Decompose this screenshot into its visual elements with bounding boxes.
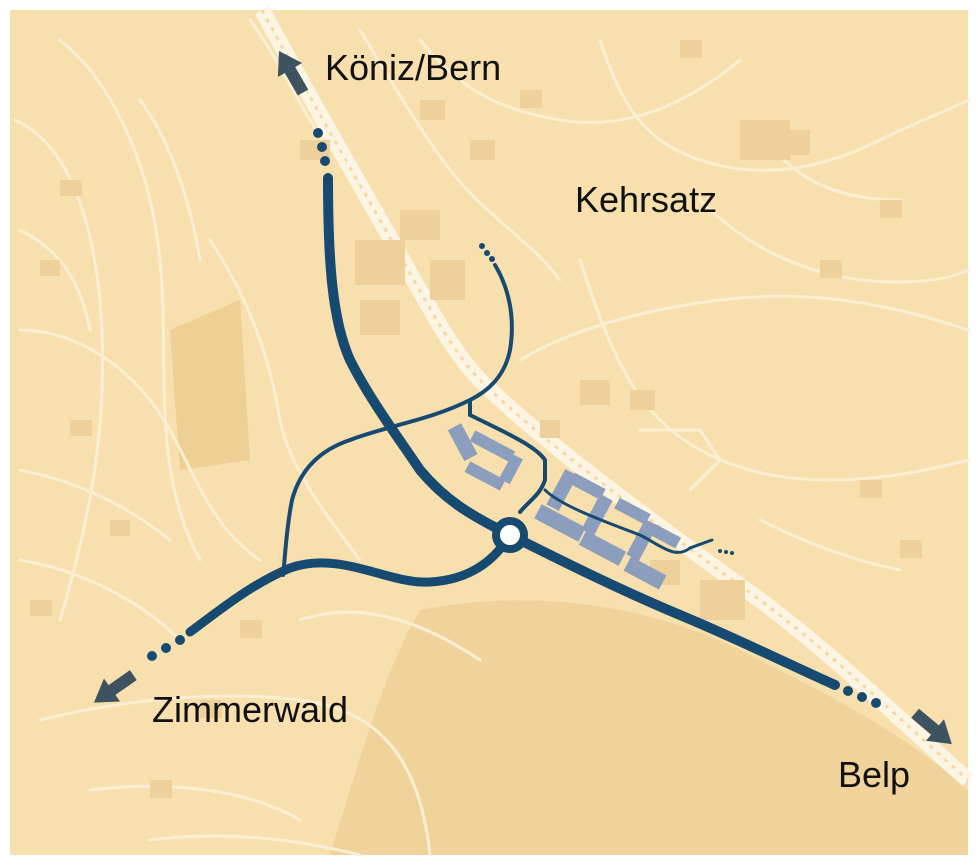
development-block (578, 530, 627, 566)
building (110, 520, 130, 536)
route-dot (313, 128, 323, 138)
route-dot (175, 635, 185, 645)
development-block (499, 453, 523, 485)
development-blocks (447, 423, 682, 590)
route-dot (857, 692, 867, 702)
roundabout (492, 517, 528, 553)
label-kehrsatz: Kehrsatz (575, 179, 718, 220)
development-block (623, 556, 667, 590)
route-dot (479, 243, 485, 249)
minor-road (18, 228, 92, 332)
route-koeniz-bern (323, 173, 515, 540)
building-layer (30, 40, 922, 798)
arrow-zimmerwald-icon (93, 670, 137, 703)
building (820, 260, 842, 278)
route-dot (843, 686, 853, 696)
development-block (546, 469, 578, 511)
route-dot (489, 256, 495, 262)
label-belp: Belp (838, 754, 911, 795)
building (900, 540, 922, 558)
railway-corridor (254, 6, 974, 786)
building (355, 240, 405, 285)
route-access-road (468, 398, 547, 514)
building (200, 700, 222, 718)
building (400, 210, 440, 240)
building (700, 580, 745, 620)
arrow-koeniz-bern-icon (277, 50, 309, 96)
route-dot (147, 651, 157, 661)
development-block (469, 430, 516, 463)
route-dot (161, 643, 171, 653)
railway-sleepers (260, 9, 969, 782)
building (520, 90, 542, 108)
route-dot (317, 142, 327, 152)
minor-road (18, 558, 182, 642)
route-kehrsatz-link (281, 263, 514, 577)
route-development-road (543, 488, 714, 554)
forest-area (330, 600, 968, 855)
building (580, 380, 610, 405)
building (430, 260, 465, 300)
route-dot (718, 549, 722, 553)
building (150, 780, 172, 798)
minor-road (138, 98, 202, 262)
building (680, 40, 702, 58)
building (630, 390, 655, 410)
development-block (614, 497, 651, 525)
building (30, 600, 52, 616)
route-dot (320, 156, 330, 166)
building (360, 300, 400, 335)
minor-road (598, 38, 970, 172)
minor-road (148, 834, 362, 857)
minor-road (38, 694, 432, 857)
building (860, 480, 882, 498)
development-block (569, 472, 606, 500)
building (60, 180, 82, 196)
minor-road (18, 328, 262, 562)
development-block (464, 461, 506, 491)
label-koeniz-bern: Köniz/Bern (325, 47, 502, 88)
minor-road (358, 28, 562, 282)
development-block (581, 494, 613, 536)
minor-road (298, 610, 482, 662)
minor-road (18, 468, 172, 542)
development-block (648, 523, 682, 549)
minor-road (518, 294, 970, 362)
building (240, 620, 262, 638)
terrain-layer (170, 300, 968, 855)
minor-road (88, 784, 302, 822)
minor-road (698, 198, 970, 284)
route-dot (484, 250, 490, 256)
label-zimmerwald: Zimmerwald (152, 689, 349, 730)
minor-road (418, 38, 742, 124)
minor-road (208, 238, 362, 562)
development-block (626, 519, 658, 561)
development-block (447, 423, 478, 462)
arrow-belp-icon (911, 708, 952, 745)
route-belp (505, 530, 840, 690)
minor-road (638, 428, 722, 492)
building (780, 130, 810, 155)
building (470, 140, 495, 160)
minor-road (58, 38, 202, 562)
direction-arrows (93, 50, 952, 745)
main-route-network (185, 173, 840, 690)
building (420, 100, 445, 120)
minor-road (758, 518, 902, 572)
route-dot (730, 551, 734, 555)
route-continuation-dots (147, 128, 881, 708)
route-dot (871, 698, 881, 708)
minor-road-network (13, 18, 970, 857)
building (70, 420, 92, 436)
route-dot (724, 550, 728, 554)
minor-road (13, 118, 105, 622)
building (880, 200, 902, 218)
development-block (534, 504, 586, 542)
field-area (170, 300, 250, 470)
route-zimmerwald (185, 530, 515, 637)
building (540, 420, 560, 438)
building (40, 260, 60, 276)
